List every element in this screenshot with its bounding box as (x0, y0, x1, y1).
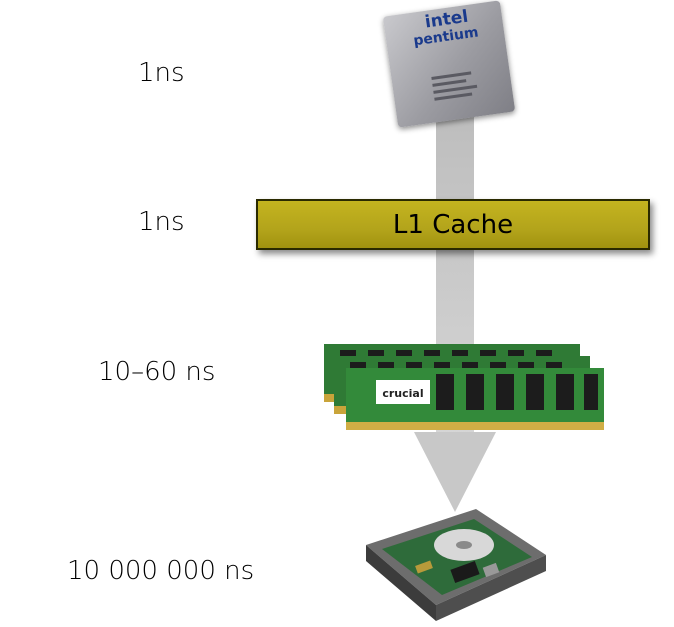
ram-label-sticker (376, 380, 430, 404)
ram-modules: crucial (324, 344, 604, 430)
arrow-head (414, 432, 496, 512)
ram-brand: crucial (382, 387, 423, 400)
hard-disk (366, 509, 546, 621)
ram-stick-front: crucial (346, 368, 604, 430)
cpu-chip: intel pentium (382, 0, 522, 130)
cpu-markings (431, 71, 478, 101)
latency-label-cpu: 1ns (138, 58, 185, 88)
latency-label-l1: 1ns (138, 207, 185, 237)
latency-label-ram: 10–60 ns (98, 357, 216, 387)
l1-cache-label: L1 Cache (392, 210, 514, 240)
l1-cache-bar: L1 Cache (256, 199, 650, 250)
latency-label-disk: 10 000 000 ns (67, 556, 255, 586)
